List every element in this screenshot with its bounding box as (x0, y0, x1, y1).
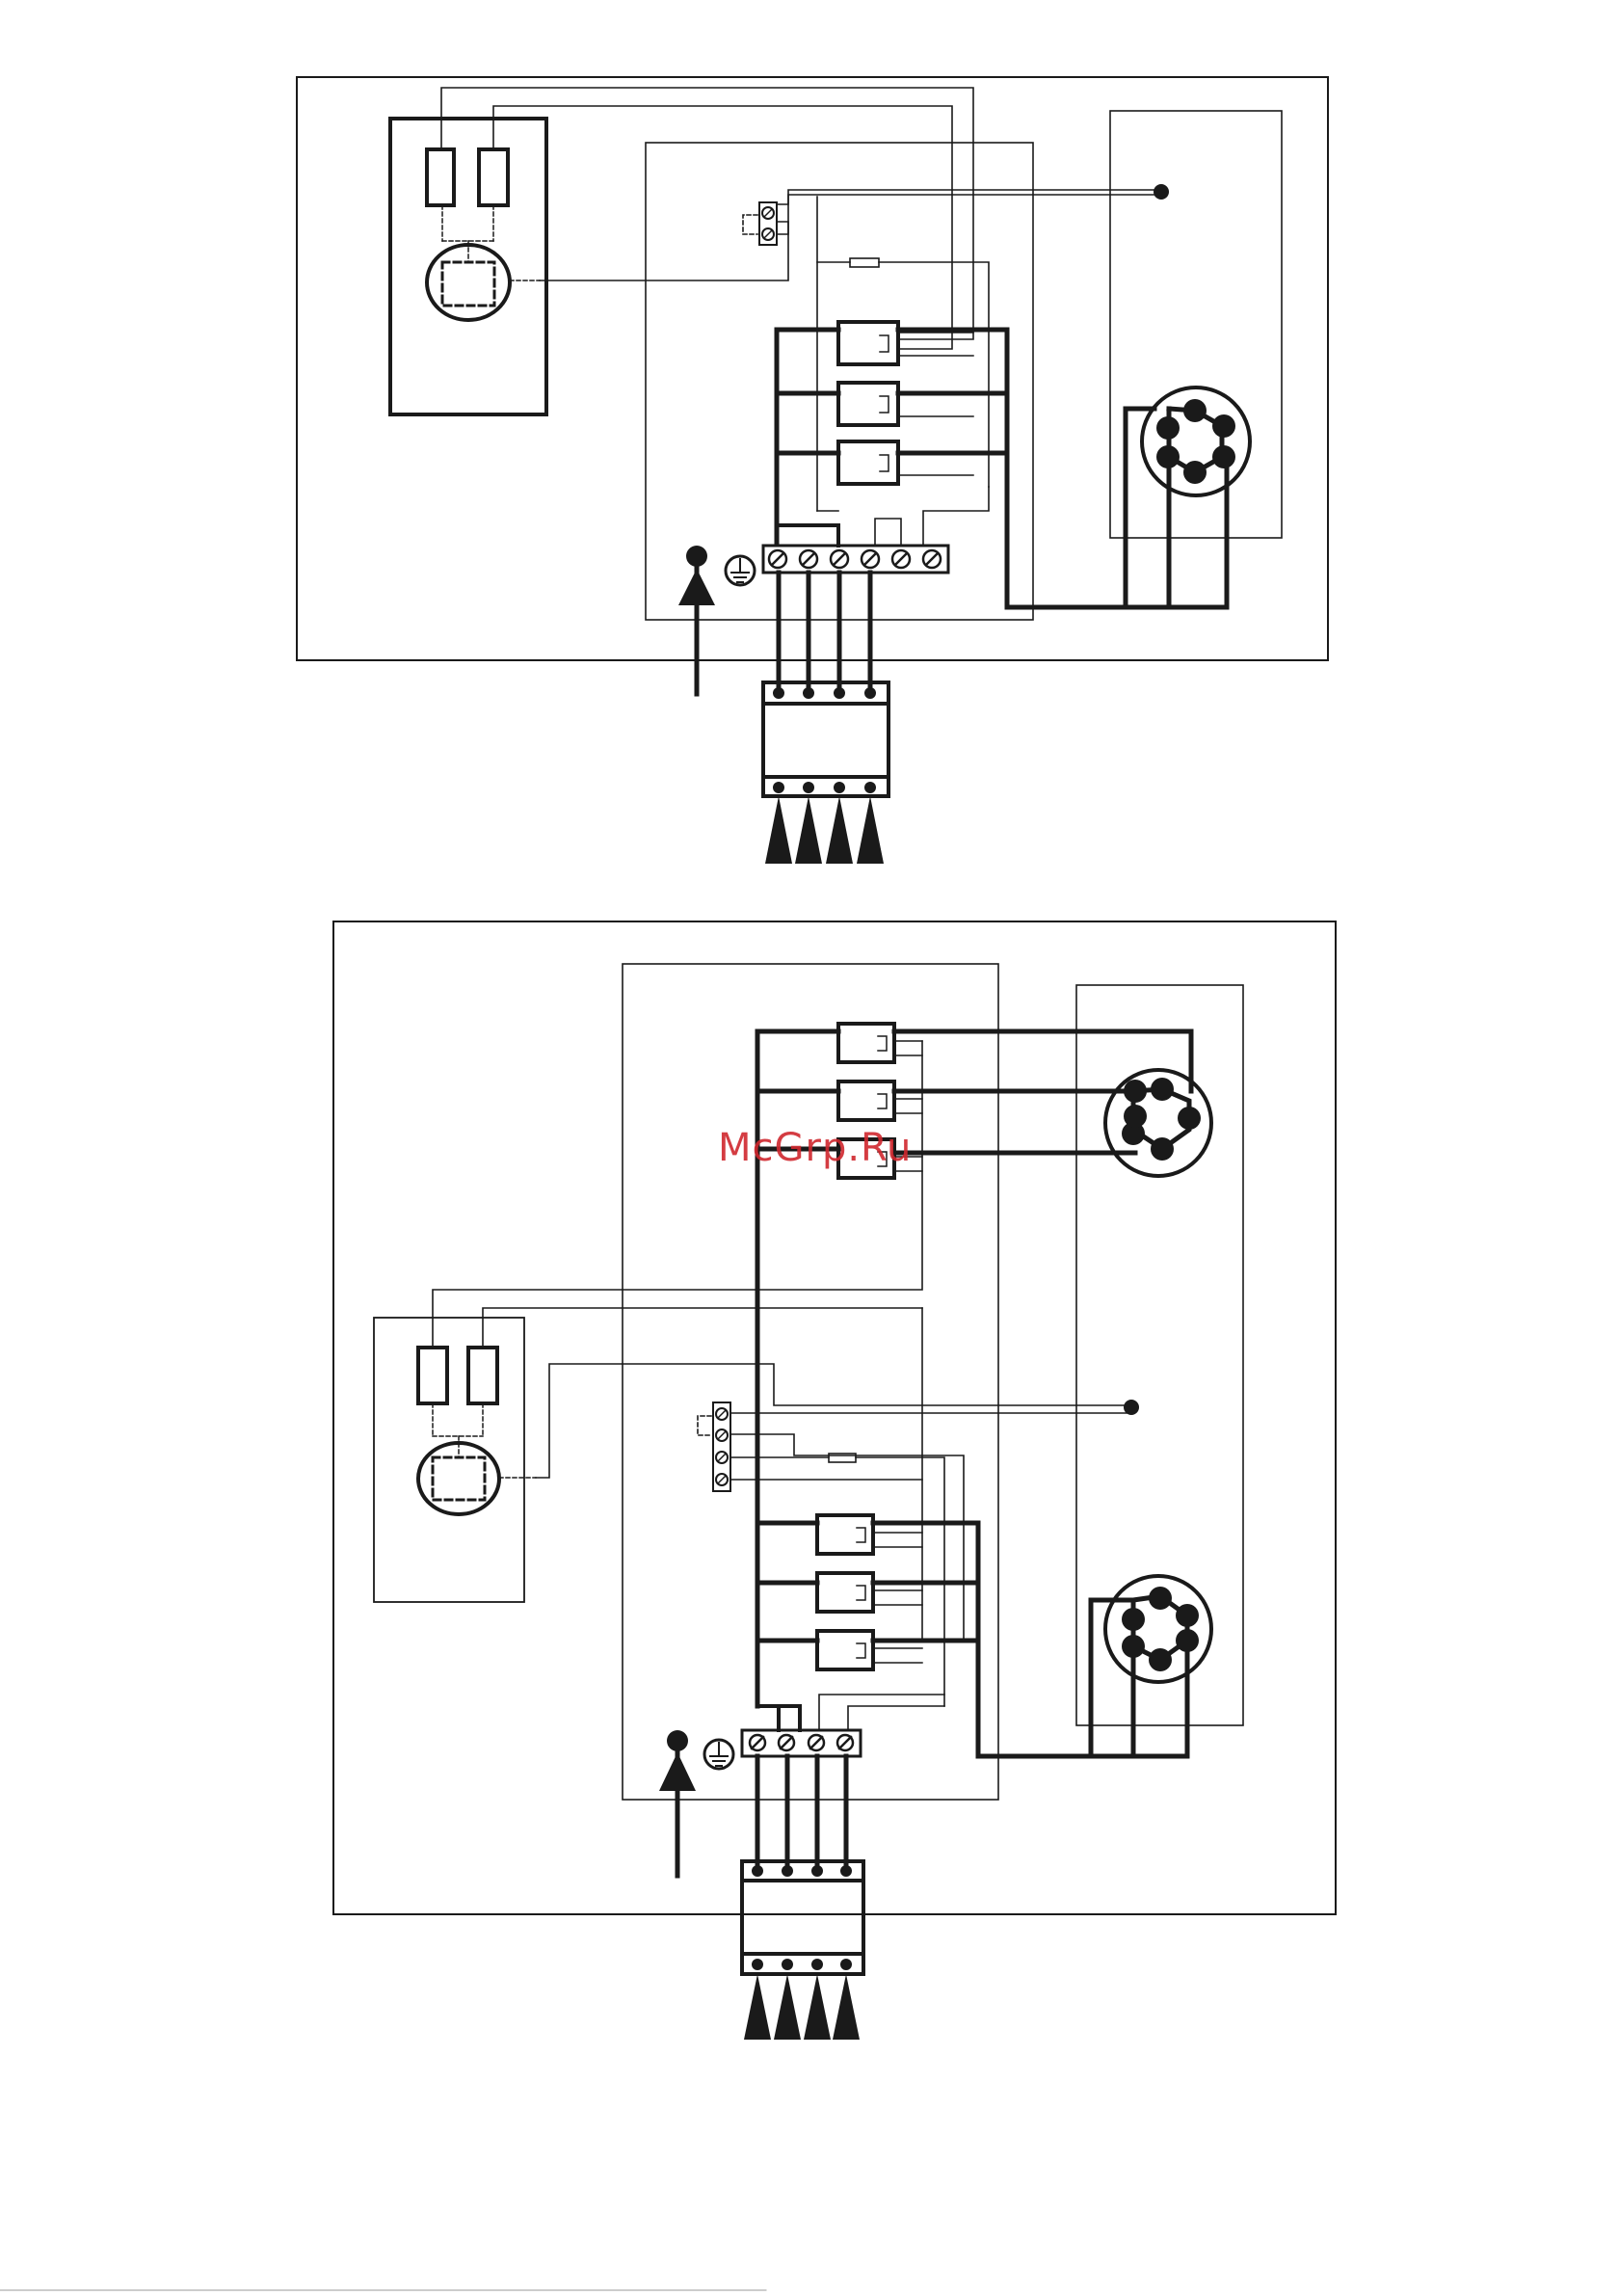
heating-element-icon (1091, 1576, 1211, 1756)
sensor-probe-icon (1154, 184, 1169, 200)
outer-frame (333, 921, 1336, 1914)
heating-element-icon (1126, 387, 1250, 607)
heating-element-icon (1105, 1070, 1211, 1176)
fuse-icon (427, 149, 454, 205)
earth-ground-icon (704, 1740, 733, 1769)
fuse-icon (850, 258, 879, 267)
earth-ground-icon (726, 556, 755, 585)
main-switch (742, 1861, 863, 2040)
contactor-icon (817, 1515, 922, 1669)
sensor-probe-icon (659, 1730, 696, 1876)
main-switch (763, 682, 889, 864)
fuse-icon (468, 1348, 497, 1403)
fuse-icon (418, 1348, 447, 1403)
thermostat-panel (390, 119, 546, 414)
wiring-diagram-bottom (333, 921, 1336, 2040)
watermark-text: McGrp.Ru (718, 1126, 912, 1170)
terminal-strip (704, 1730, 861, 1769)
contactor-icon (838, 322, 973, 484)
fuse-icon (479, 149, 508, 205)
thermostat-panel (374, 1318, 536, 1602)
wiring-diagram-top (297, 77, 1328, 864)
